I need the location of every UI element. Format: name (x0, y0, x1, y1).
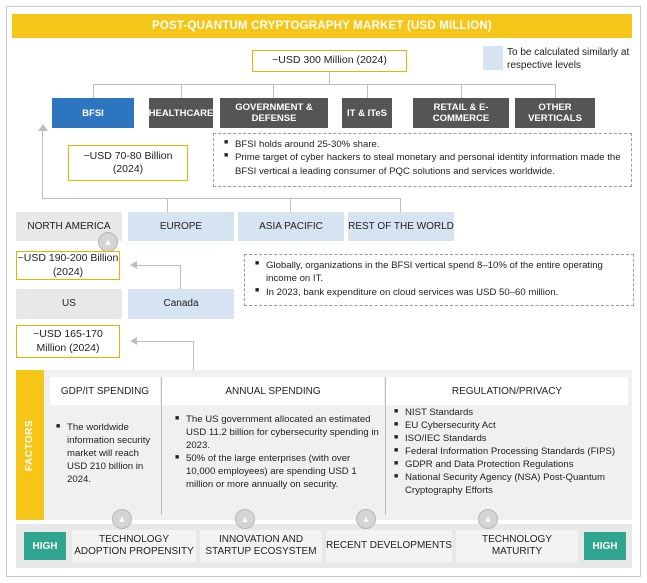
legend-text: To be calculated similarly at respective… (507, 47, 630, 71)
region-rest-of-world[interactable]: REST OF THE WORLD (348, 212, 454, 241)
connector-line (42, 198, 400, 199)
regulation-note-item: NIST Standards (394, 407, 630, 420)
factors-bar (16, 370, 44, 520)
annual-note-item: The US government allocated an estimated… (175, 414, 379, 453)
factor-header-annual: ANNUAL SPENDING (162, 377, 384, 405)
diagram-title: POST-QUANTUM CRYPTOGRAPHY MARKET (USD MI… (12, 14, 632, 38)
high-label-left: HIGH (24, 532, 66, 560)
connector-line (181, 84, 182, 98)
arrow-up-icon (38, 124, 48, 131)
arrow-left-icon (130, 337, 137, 345)
factors-label: FACTORS (24, 419, 36, 471)
connector-line (555, 84, 556, 98)
vertical-it-ites[interactable]: IT & ITeS (342, 98, 392, 128)
factor-technology-maturity: TECHNOLOGY MATURITY (456, 530, 578, 562)
connector-line (93, 84, 94, 98)
connector-line (42, 128, 43, 198)
triangle-up-icon: ▲ (235, 509, 255, 529)
na-note-item: Globally, organizations in the BFSI vert… (255, 259, 625, 286)
bfsi-value-box: ~USD 70-80 Billion (2024) (68, 145, 188, 181)
bfsi-notes: BFSI holds around 25-30% share. Prime ta… (213, 133, 632, 187)
connector-line (180, 265, 181, 289)
connector-line (167, 198, 168, 212)
us-value-box: ~USD 165-170 Million (2024) (16, 325, 120, 358)
regulation-note-item: Federal Information Processing Standards… (394, 446, 630, 459)
country-canada[interactable]: Canada (128, 289, 234, 319)
column-divider (161, 377, 162, 515)
high-label-right: HIGH (584, 532, 626, 560)
connector-line (137, 341, 194, 342)
connector-line (273, 84, 274, 98)
regulation-note-item: EU Cybersecurity Act (394, 420, 630, 433)
diagram-frame (6, 6, 641, 577)
bfsi-note-item: BFSI holds around 25-30% share. (224, 138, 623, 151)
annual-notes: The US government allocated an estimated… (175, 414, 379, 492)
market-value-box: ~USD 300 Million (2024) (252, 50, 407, 72)
vertical-government-defense[interactable]: GOVERNMENT & DEFENSE (220, 98, 328, 128)
factor-header-gdp: GDP/IT SPENDING (50, 377, 160, 405)
factor-header-regulation: REGULATION/PRIVACY (386, 377, 628, 405)
vertical-healthcare[interactable]: HEALTHCARE (149, 98, 213, 128)
factor-innovation-ecosystem: INNOVATION AND STARTUP ECOSYSTEM (200, 530, 322, 562)
connector-line (290, 198, 291, 212)
bfsi-note-item: Prime target of cyber hackers to steal m… (224, 151, 623, 178)
regulation-notes: NIST Standards EU Cybersecurity Act ISO/… (394, 407, 630, 498)
connector-line (329, 72, 330, 84)
annual-note-item: 50% of the large enterprises (with over … (175, 453, 379, 492)
triangle-up-icon: ▲ (98, 232, 118, 252)
legend-swatch (483, 46, 503, 70)
vertical-other[interactable]: OTHER VERTICALS (515, 98, 595, 128)
factor-recent-developments: RECENT DEVELOPMENTS (326, 530, 452, 562)
factor-technology-adoption: TECHNOLOGY ADOPTION PROPENSITY (72, 530, 196, 562)
vertical-bfsi[interactable]: BFSI (52, 98, 134, 128)
column-divider (385, 377, 386, 515)
triangle-up-icon: ▲ (112, 509, 132, 529)
triangle-up-icon: ▲ (478, 509, 498, 529)
regulation-note-item: ISO/IEC Standards (394, 433, 630, 446)
triangle-up-icon: ▲ (356, 509, 376, 529)
na-note-item: In 2023, bank expenditure on cloud servi… (255, 286, 625, 299)
regulation-note-item: National Security Agency (NSA) Post-Quan… (394, 472, 630, 498)
gdp-note-item: The worldwide information security marke… (56, 422, 160, 487)
region-europe[interactable]: EUROPE (128, 212, 234, 241)
vertical-retail-ecommerce[interactable]: RETAIL & E-COMMERCE (413, 98, 509, 128)
connector-line (367, 84, 368, 98)
connector-line (93, 84, 555, 85)
connector-line (400, 198, 401, 212)
connector-line (193, 341, 194, 371)
arrow-left-icon (130, 261, 137, 269)
country-us[interactable]: US (16, 289, 122, 319)
na-notes: Globally, organizations in the BFSI vert… (244, 254, 634, 306)
regulation-note-item: GDPR and Data Protection Regulations (394, 459, 630, 472)
connector-line (461, 84, 462, 98)
connector-line (137, 265, 181, 266)
na-value-box: ~USD 190-200 Billion (2024) (16, 251, 120, 280)
gdp-notes: The worldwide information security marke… (56, 422, 160, 487)
region-asia-pacific[interactable]: ASIA PACIFIC (238, 212, 344, 241)
